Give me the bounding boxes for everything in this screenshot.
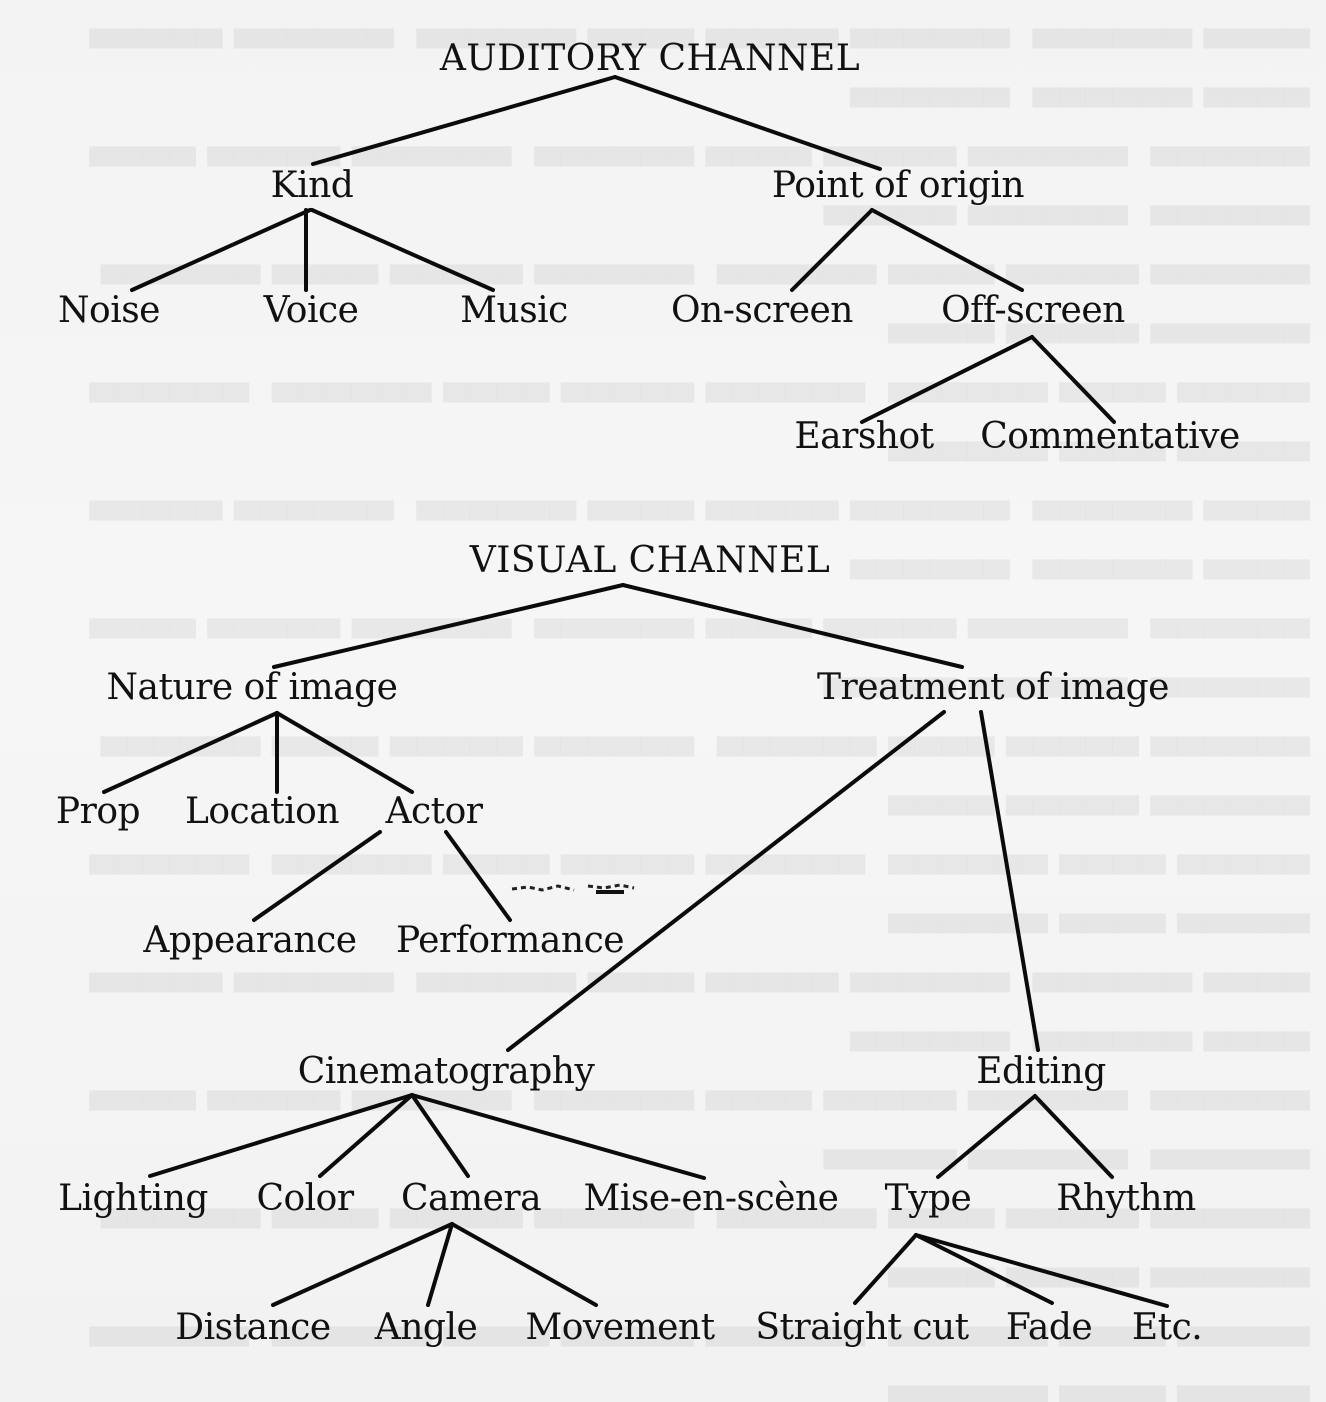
edge-type-straight-cut [853, 1233, 918, 1305]
edge-kind-music [310, 208, 495, 292]
node-noise: Noise [58, 290, 160, 331]
edge-treatment-cinematography [506, 710, 946, 1052]
edge-editing-rhythm [1033, 1094, 1114, 1179]
edge-type-fade [914, 1233, 1054, 1305]
node-appearance: Appearance [143, 920, 357, 961]
edge-nature-actor [275, 711, 414, 794]
node-off-screen: Off-screen [941, 290, 1125, 331]
visual-channel-title: VISUAL CHANNEL [469, 540, 831, 581]
edge-cinematography-camera [410, 1093, 470, 1178]
edge-auditory-point-of-origin [613, 75, 882, 171]
node-prop: Prop [55, 791, 141, 832]
node-angle: Angle [374, 1307, 478, 1348]
edge-origin-off-screen [870, 208, 1024, 292]
edge-nature-prop [102, 711, 279, 794]
node-earshot: Earshot [794, 416, 934, 457]
edge-visual-nature [272, 583, 625, 669]
node-fade: Fade [1005, 1307, 1093, 1348]
node-nature-of-image: Nature of image [106, 667, 398, 708]
edge-off-screen-commentative [1030, 335, 1116, 424]
edge-editing-type [936, 1094, 1037, 1179]
node-treatment-of-image: Treatment of image [817, 667, 1169, 708]
node-type: Type [884, 1178, 972, 1219]
node-straight-cut: Straight cut [755, 1307, 969, 1348]
edge-cinematography-mise-en-scene [410, 1093, 706, 1180]
node-performance: Performance [395, 920, 625, 961]
edge-actor-performance [444, 830, 512, 922]
edge-kind-noise [130, 208, 312, 292]
edge-treatment-editing [979, 710, 1040, 1052]
node-location: Location [184, 791, 340, 832]
node-etc: Etc. [1131, 1307, 1203, 1348]
node-distance: Distance [175, 1307, 331, 1348]
edge-type-etc [914, 1233, 1169, 1308]
edge-cinematography-color [318, 1093, 414, 1178]
edge-actor-appearance [252, 830, 382, 922]
print-smudge [511, 883, 635, 894]
node-voice: Voice [263, 290, 359, 331]
edge-visual-treatment [621, 583, 964, 669]
edge-off-screen-earshot [860, 335, 1034, 424]
edge-camera-angle [426, 1222, 454, 1307]
node-cinematography: Cinematography [297, 1051, 595, 1092]
edge-origin-on-screen [790, 208, 874, 292]
node-on-screen: On-screen [670, 290, 854, 331]
node-lighting: Lighting [58, 1178, 208, 1219]
edge-cinematography-lighting [148, 1093, 414, 1178]
node-point-of-origin: Point of origin [771, 165, 1025, 206]
edge-camera-movement [450, 1222, 598, 1307]
edge-camera-distance [271, 1222, 454, 1307]
node-commentative: Commentative [980, 416, 1240, 457]
node-actor: Actor [385, 791, 483, 832]
node-rhythm: Rhythm [1056, 1178, 1196, 1219]
node-color: Color [256, 1178, 354, 1219]
node-music: Music [460, 290, 568, 331]
node-kind: Kind [270, 165, 354, 206]
edge-auditory-kind [311, 75, 617, 166]
auditory-channel-title: AUDITORY CHANNEL [439, 38, 861, 79]
node-editing: Editing [976, 1051, 1106, 1092]
node-camera: Camera [400, 1178, 542, 1219]
node-movement: Movement [525, 1307, 715, 1348]
node-mise-en-scene: Mise-en-scène [583, 1178, 839, 1219]
